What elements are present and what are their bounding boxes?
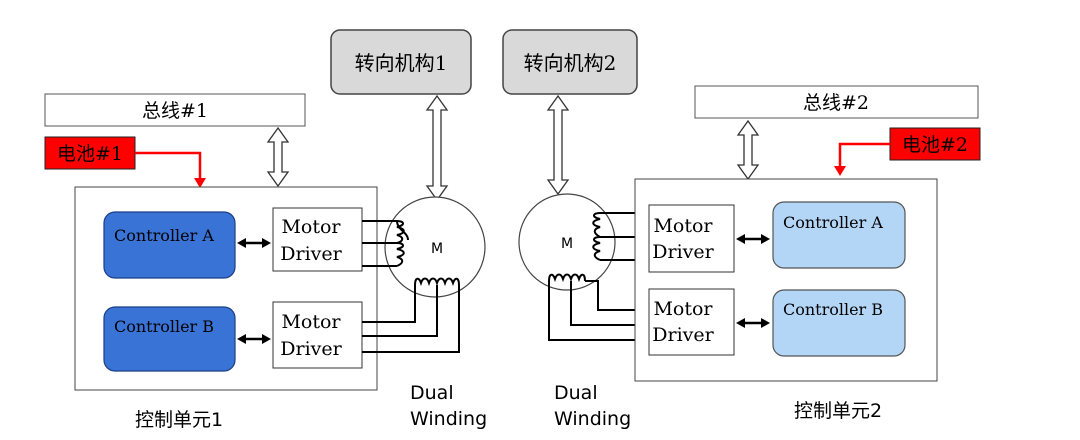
steering-2-shaft-arrow bbox=[546, 94, 570, 196]
battery-2-power-arrow bbox=[834, 142, 890, 176]
bus-1-link-arrow bbox=[266, 126, 290, 188]
unit-1-motor-driver-a: Motor Driver bbox=[272, 207, 363, 272]
unit-1-controller-b-label: Controller B bbox=[114, 317, 214, 336]
steering-1-shaft-arrow bbox=[425, 94, 449, 202]
control-unit-1-label: 控制单元1 bbox=[135, 409, 223, 431]
motor-1 bbox=[384, 196, 486, 298]
unit-1-controller-a-driver-link bbox=[237, 238, 271, 248]
battery-2: 电池#2 bbox=[889, 127, 981, 161]
unit-2-controller-a: Controller A bbox=[772, 201, 906, 269]
unit-1-controller-b-driver-link bbox=[237, 334, 271, 344]
unit-1-motor-driver-a-line2: Driver bbox=[280, 243, 342, 265]
unit-2-motor-driver-a-line2: Driver bbox=[652, 241, 714, 263]
steering-mechanism-1-label: 转向机构1 bbox=[355, 51, 448, 75]
steering-mechanism-2-label: 转向机构2 bbox=[524, 51, 617, 75]
unit-1-motor-driver-b-line2: Driver bbox=[280, 338, 342, 360]
bus-1-label: 总线#1 bbox=[142, 100, 208, 122]
battery-1-label: 电池#1 bbox=[57, 143, 123, 165]
unit-2-controller-a-driver-link bbox=[736, 234, 770, 244]
steering-mechanism-2: 转向机构2 bbox=[502, 29, 638, 95]
unit-2-controller-b-label: Controller B bbox=[783, 300, 883, 319]
unit-2-motor-driver-a-line1: Motor bbox=[653, 215, 713, 237]
left-winding-label-line2: Winding bbox=[410, 408, 487, 430]
unit-1-motor-driver-b-line1: Motor bbox=[281, 311, 341, 333]
unit-2-winding-b-wires bbox=[548, 273, 649, 341]
motor-2-label: M bbox=[561, 236, 573, 252]
unit-1-controller-b: Controller B bbox=[103, 306, 236, 372]
left-winding-label-line1: Dual bbox=[410, 382, 454, 404]
battery-1-power-arrow bbox=[135, 151, 206, 188]
unit-2-motor-driver-b: Motor Driver bbox=[648, 288, 735, 356]
unit-1-controller-a-label: Controller A bbox=[114, 226, 214, 245]
bus-1: 总线#1 bbox=[44, 93, 306, 127]
unit-2-motor-driver-b-line1: Motor bbox=[653, 298, 713, 320]
unit-1-motor-driver-a-line1: Motor bbox=[281, 216, 341, 238]
motor-2 bbox=[518, 193, 616, 291]
unit-1-winding-b-wires bbox=[362, 277, 460, 353]
bus-2-label: 总线#2 bbox=[803, 92, 869, 114]
unit-1-motor-driver-b: Motor Driver bbox=[272, 301, 363, 369]
bus-2: 总线#2 bbox=[694, 85, 979, 119]
unit-2-controller-b: Controller B bbox=[772, 289, 906, 357]
battery-2-label: 电池#2 bbox=[902, 134, 968, 156]
control-unit-2-label: 控制单元2 bbox=[794, 400, 882, 422]
unit-2-motor-driver-a: Motor Driver bbox=[648, 204, 735, 273]
right-winding-label-line2: Winding bbox=[554, 408, 631, 430]
unit-2-motor-driver-b-line2: Driver bbox=[652, 324, 714, 346]
bus-2-link-arrow bbox=[736, 119, 760, 181]
unit-1-winding-a-wires bbox=[362, 220, 409, 267]
steering-mechanism-1: 转向机构1 bbox=[330, 29, 472, 95]
battery-1: 电池#1 bbox=[44, 136, 136, 170]
unit-2-controller-b-driver-link bbox=[736, 318, 770, 328]
right-winding-label-line1: Dual bbox=[554, 382, 598, 404]
unit-2-controller-a-label: Controller A bbox=[783, 213, 883, 232]
motor-1-label: M bbox=[431, 241, 443, 257]
unit-1-controller-a: Controller A bbox=[103, 211, 236, 279]
